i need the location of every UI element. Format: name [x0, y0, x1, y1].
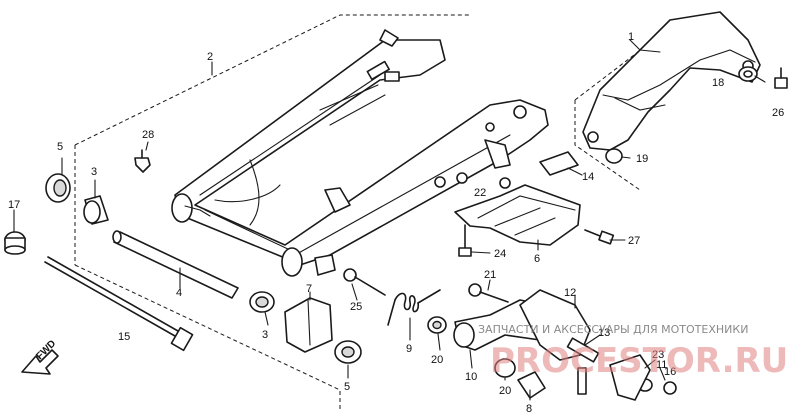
callout-17: 17 [8, 199, 20, 211]
chain-guard [582, 11, 761, 151]
callout-25: 25 [350, 301, 362, 313]
leader-lines [13, 39, 766, 401]
callout-11: 11 [656, 359, 667, 371]
callout-16: 16 [664, 366, 676, 378]
fasteners [4, 66, 788, 395]
callout-15: 15 [118, 331, 130, 343]
assembly-boundary [74, 14, 681, 410]
watermark-caption: ЗАПЧАСТИ И АКСЕССУАРЫ ДЛЯ МОТОТЕХНИКИ [478, 323, 748, 336]
callout-6: 6 [534, 253, 540, 265]
callout-14: 14 [582, 171, 594, 183]
watermark-logo: PROCESTOR.RU [490, 341, 788, 381]
callout-20b: 20 [499, 385, 511, 397]
callout-5a: 5 [57, 141, 63, 153]
callout-10: 10 [465, 371, 477, 383]
callout-18: 18 [712, 77, 724, 89]
callout-4: 4 [176, 287, 182, 299]
callout-28: 28 [142, 129, 154, 141]
callout-27: 27 [628, 235, 640, 247]
callout-9: 9 [406, 343, 412, 355]
callout-7: 7 [306, 283, 312, 295]
callout-8: 8 [526, 403, 532, 415]
swingarm [171, 29, 549, 277]
callout-24: 24 [494, 248, 506, 260]
chain-slider [454, 184, 581, 246]
callout-3a: 3 [91, 166, 97, 178]
callout-5b: 5 [344, 381, 350, 393]
callout-13: 13 [598, 327, 610, 339]
callout-12: 12 [564, 287, 576, 299]
callout-3b: 3 [262, 329, 268, 341]
callouts: 1 2 3 3 4 5 5 6 7 8 9 10 11 12 13 14 15 … [8, 31, 784, 415]
callout-2: 2 [207, 51, 213, 63]
callout-1: 1 [628, 31, 634, 43]
callout-21: 21 [484, 269, 496, 281]
spring [387, 289, 441, 326]
callout-26: 26 [772, 107, 784, 119]
pivot-parts [44, 173, 362, 364]
callout-23: 23 [652, 349, 664, 361]
pad-14 [539, 151, 579, 176]
callout-22: 22 [474, 187, 486, 199]
watermark: ЗАПЧАСТИ И АКСЕССУАРЫ ДЛЯ МОТОТЕХНИКИ PR… [478, 323, 788, 381]
callout-19: 19 [636, 153, 648, 165]
forward-direction-indicator: FWD [21, 338, 59, 375]
callout-20a: 20 [431, 354, 443, 366]
brake-parts [427, 289, 651, 401]
